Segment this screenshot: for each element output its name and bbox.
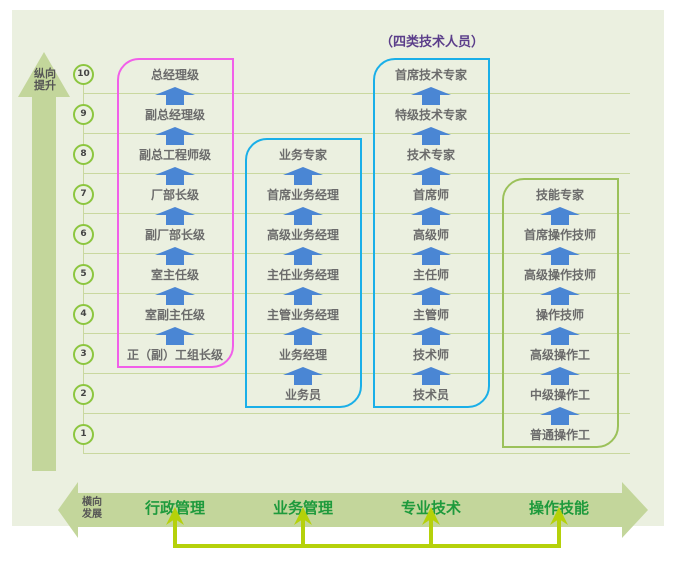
promotion-arrow-icon — [283, 167, 323, 185]
promotion-arrow-icon — [155, 167, 195, 185]
promotion-arrow-icon — [411, 87, 451, 105]
track-box-2 — [245, 138, 362, 408]
position-item: 高级师 — [412, 228, 449, 242]
horizontal-arrow-head-left — [58, 482, 78, 538]
position-item: 高级业务经理 — [266, 228, 339, 242]
level-badge: 5 — [73, 264, 94, 285]
position-item: 总经理级 — [150, 68, 199, 82]
grid-line — [83, 413, 630, 414]
link-arrowhead-icon — [294, 507, 312, 525]
promotion-arrow-icon — [540, 247, 580, 265]
position-item: 首席操作技师 — [523, 228, 596, 242]
position-item: 主管业务经理 — [266, 308, 339, 322]
horizontal-arrow-shaft — [76, 493, 624, 527]
track-box-4 — [502, 178, 619, 448]
link-arrowhead-icon — [422, 507, 440, 525]
link-arrowhead-icon — [550, 507, 568, 525]
position-item: 技术专家 — [406, 148, 455, 162]
position-item: 技术员 — [412, 388, 449, 402]
promotion-arrow-icon — [283, 207, 323, 225]
position-item: 首席技术专家 — [394, 68, 467, 82]
level-badge: 7 — [73, 184, 94, 205]
promotion-arrow-icon — [540, 287, 580, 305]
position-item: 副厂部长级 — [144, 228, 205, 242]
track-box-1 — [117, 58, 234, 368]
promotion-arrow-icon — [283, 367, 323, 385]
position-item: 首席业务经理 — [266, 188, 339, 202]
level-badge: 8 — [73, 144, 94, 165]
position-item: 首席师 — [412, 188, 449, 202]
position-item: 室主任级 — [150, 268, 199, 282]
position-item: 主任业务经理 — [266, 268, 339, 282]
track-box-3 — [373, 58, 490, 408]
grid-line — [83, 253, 630, 254]
grid-line — [83, 133, 630, 134]
position-item: 业务经理 — [278, 348, 327, 362]
position-item: 高级操作技师 — [523, 268, 596, 282]
grid-line — [83, 453, 630, 454]
promotion-arrow-icon — [411, 127, 451, 145]
position-item: 业务专家 — [278, 148, 327, 162]
promotion-arrow-icon — [155, 87, 195, 105]
promotion-arrow-icon — [283, 247, 323, 265]
promotion-arrow-icon — [155, 127, 195, 145]
promotion-arrow-icon — [411, 207, 451, 225]
promotion-arrow-icon — [411, 287, 451, 305]
position-item: 副总经理级 — [144, 108, 205, 122]
position-item: 业务员 — [284, 388, 321, 402]
position-item: 操作技师 — [535, 308, 584, 322]
position-item: 主管师 — [412, 308, 449, 322]
promotion-arrow-icon — [540, 327, 580, 345]
link-arrowhead-icon — [166, 507, 184, 525]
position-item: 普通操作工 — [529, 428, 590, 442]
level-badge: 9 — [73, 104, 94, 125]
vertical-arrow-shaft — [32, 95, 56, 471]
grid-line — [83, 333, 630, 334]
position-item: 室副主任级 — [144, 308, 205, 322]
grid-line — [83, 213, 630, 214]
promotion-arrow-icon — [155, 247, 195, 265]
position-item: 厂部长级 — [150, 188, 199, 202]
promotion-arrow-icon — [540, 407, 580, 425]
promotion-arrow-icon — [283, 327, 323, 345]
promotion-arrow-icon — [411, 247, 451, 265]
horizontal-arrow-head-right — [622, 482, 648, 538]
promotion-arrow-icon — [540, 367, 580, 385]
promotion-arrow-icon — [283, 287, 323, 305]
promotion-arrow-icon — [155, 207, 195, 225]
level-badge: 10 — [73, 64, 94, 85]
promotion-arrow-icon — [411, 167, 451, 185]
promotion-arrow-icon — [411, 367, 451, 385]
position-item: 高级操作工 — [529, 348, 590, 362]
position-item: 中级操作工 — [529, 388, 590, 402]
level-badge: 1 — [73, 424, 94, 445]
grid-line — [83, 293, 630, 294]
horizontal-axis-label: 横向 发展 — [82, 497, 102, 520]
grid-line — [83, 93, 630, 94]
level-badge: 6 — [73, 224, 94, 245]
position-item: 特级技术专家 — [394, 108, 467, 122]
diagram-panel — [12, 10, 664, 526]
promotion-arrow-icon — [540, 207, 580, 225]
promotion-arrow-icon — [155, 287, 195, 305]
position-item: 正（副）工组长级 — [126, 348, 223, 362]
level-badge: 2 — [73, 384, 94, 405]
level-badge: 3 — [73, 344, 94, 365]
promotion-arrow-icon — [155, 327, 195, 345]
level-badge: 4 — [73, 304, 94, 325]
grid-line — [83, 373, 630, 374]
position-item: 副总工程师级 — [138, 148, 211, 162]
technical-staff-title: （四类技术人员） — [379, 35, 484, 50]
grid-line — [83, 173, 630, 174]
position-item: 主任师 — [412, 268, 449, 282]
vertical-axis-label: 纵向 提升 — [34, 67, 56, 92]
promotion-arrow-icon — [411, 327, 451, 345]
vertical-arrow-head — [18, 52, 70, 97]
position-item: 技术师 — [412, 348, 449, 362]
position-item: 技能专家 — [535, 188, 584, 202]
